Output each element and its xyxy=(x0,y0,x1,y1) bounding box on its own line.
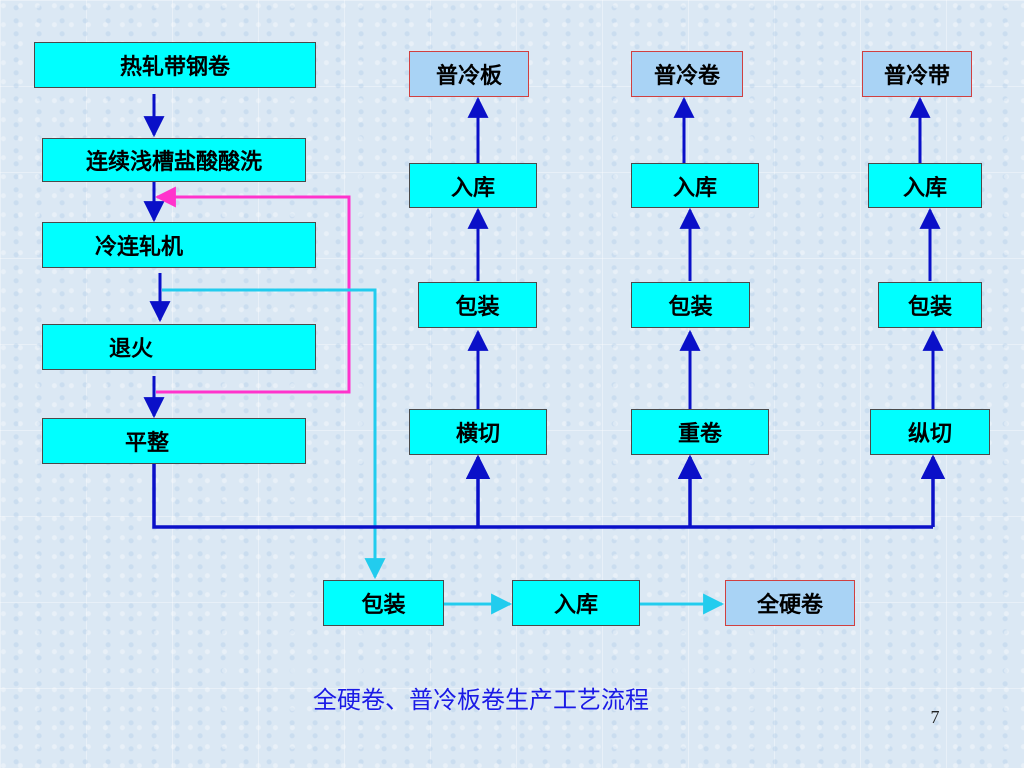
hot-rolled-coil-box: 热轧带钢卷 xyxy=(34,42,316,88)
diagram-caption: 全硬卷、普冷板卷生产工艺流程 xyxy=(313,686,649,714)
coil-packing-box: 包装 xyxy=(631,282,750,328)
cross-cut-box: 横切 xyxy=(409,409,547,455)
loop-arrow xyxy=(154,186,351,394)
strip-product-box: 普冷带 xyxy=(862,51,972,97)
left-chain-arrows xyxy=(143,94,171,419)
distribution-bus xyxy=(152,454,946,529)
bypass-arrow xyxy=(162,288,386,580)
full-hard-coil-box: 全硬卷 xyxy=(725,580,855,626)
strip-packing-box: 包装 xyxy=(878,282,982,328)
page-number: 7 xyxy=(930,707,940,727)
full-hard-packing-box: 包装 xyxy=(323,580,444,626)
leveling-box: 平整 xyxy=(42,418,306,464)
cold-mill-box: 冷连轧机 xyxy=(42,222,316,268)
coil-product-box: 普冷卷 xyxy=(631,51,743,97)
coil-storage-box: 入库 xyxy=(631,163,759,208)
strip-storage-box: 入库 xyxy=(868,163,982,208)
sheet-storage-box: 入库 xyxy=(409,163,537,208)
sheet-packing-box: 包装 xyxy=(418,282,537,328)
annealing-box: 退火 xyxy=(42,324,316,370)
sheet-product-box: 普冷板 xyxy=(409,51,529,97)
full-hard-storage-box: 入库 xyxy=(512,580,640,626)
recoil-box: 重卷 xyxy=(631,409,769,455)
column-arrows xyxy=(467,96,944,409)
pickling-box: 连续浅槽盐酸酸洗 xyxy=(42,138,306,182)
slitting-box: 纵切 xyxy=(870,409,990,455)
